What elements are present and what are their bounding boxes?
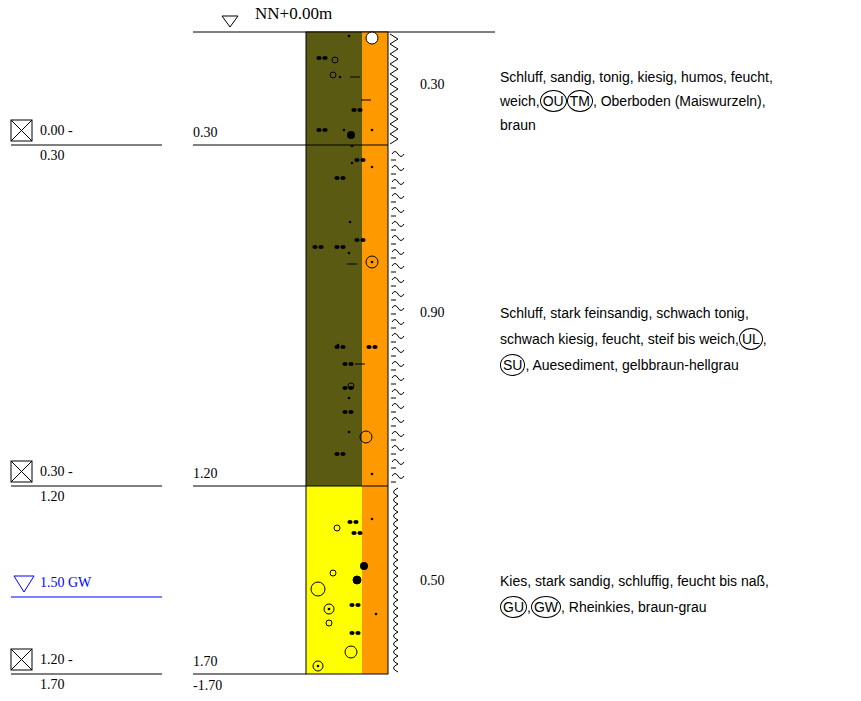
layer-description: Kies, stark sandig, schluffig, feucht bi… xyxy=(500,570,769,592)
layer-thickness-row: 0.50 xyxy=(420,570,445,592)
depth-label-row: 0.30 xyxy=(193,122,218,144)
layer-boundary xyxy=(306,486,388,487)
grain-pair xyxy=(342,362,353,366)
layer-description-row: braun xyxy=(500,114,536,136)
soil-symbols xyxy=(311,32,378,671)
ground-triangle xyxy=(222,16,238,27)
grain-pair xyxy=(312,245,323,249)
depth-label-row: 1.70 xyxy=(193,651,218,673)
sample-depth-row: 1.20 - xyxy=(40,649,73,671)
grain-pair xyxy=(354,158,365,162)
grain-pair xyxy=(316,56,327,60)
soil-class-code: GW xyxy=(531,596,561,618)
column-outline xyxy=(306,32,388,674)
depth-label-row: 1.20 xyxy=(193,463,218,485)
layer-description: Schluff, stark feinsandig, schwach tonig… xyxy=(500,302,749,324)
sample-depth: 1.20 - xyxy=(40,649,73,671)
sample-depth-row: 0.00 - xyxy=(40,120,73,142)
layer-description: weich, xyxy=(500,90,540,112)
groundwater-label-row: 1.50 GW xyxy=(40,572,91,594)
soil-class-code: UL xyxy=(739,328,763,350)
grain-pair xyxy=(334,452,345,456)
layer-description: braun xyxy=(500,114,536,136)
layer-boundary xyxy=(306,145,388,146)
groundwater-label: 1.50 GW xyxy=(40,572,91,594)
sample-depth-row: 1.70 xyxy=(40,674,65,696)
grain-pair xyxy=(366,345,377,349)
sample-depth: 1.20 xyxy=(40,486,65,508)
depth-label: -1.70 xyxy=(193,675,222,697)
layer-description-row: weich,OUTM, Oberboden (Maiswurzeln), xyxy=(500,90,766,112)
layer-description-row: GU,GW, Rheinkies, braun-grau xyxy=(500,596,707,618)
grain-pair xyxy=(349,631,360,635)
depth-label: 1.20 xyxy=(193,463,218,485)
layer-description: , Oberboden (Maiswurzeln), xyxy=(593,90,766,112)
layer-edge-symbols xyxy=(390,34,404,672)
depth-line xyxy=(193,145,306,146)
depth-label: 1.70 xyxy=(193,651,218,673)
soil-class-code: TM xyxy=(567,90,593,112)
topsoil-layer xyxy=(306,32,362,145)
layer-thickness-row: 0.30 xyxy=(420,74,445,96)
sample-depth-row: 0.30 - xyxy=(40,461,73,483)
depth-label-row: -1.70 xyxy=(193,675,222,697)
grain-pair xyxy=(316,128,327,132)
layer-description: , Auesediment, gelbbraun-hellgrau xyxy=(525,354,738,376)
depth-label: 0.30 xyxy=(193,122,218,144)
layer-description: , Rheinkies, braun-grau xyxy=(561,596,707,618)
silt-layer xyxy=(306,145,362,486)
grain-pair xyxy=(342,410,353,414)
grain-pair xyxy=(347,520,358,524)
depth-line xyxy=(193,486,306,487)
soil-class-code: SU xyxy=(500,354,525,376)
layer-description: , xyxy=(763,328,767,350)
layer-description-row: SU, Auesediment, gelbbraun-hellgrau xyxy=(500,354,739,376)
layer-thickness-row: 0.90 xyxy=(420,302,445,324)
soil-class-code: GU xyxy=(500,596,527,618)
sample-marker xyxy=(11,120,162,674)
sample-depth: 0.30 - xyxy=(40,461,73,483)
layer-description-row: Schluff, stark feinsandig, schwach tonig… xyxy=(500,302,749,324)
soil-class-code: OU xyxy=(540,90,567,112)
layer-description: Schluff, sandig, tonig, kiesig, humos, f… xyxy=(500,66,773,88)
sample-depth: 0.00 - xyxy=(40,120,73,142)
depth-line xyxy=(193,674,306,675)
layer-thickness: 0.30 xyxy=(420,74,445,96)
layer-thickness: 0.90 xyxy=(420,302,445,324)
sample-depth: 0.30 xyxy=(40,145,65,167)
grain-pair xyxy=(351,108,362,112)
grain-pair xyxy=(349,603,360,607)
sample-depth-row: 1.20 xyxy=(40,486,65,508)
layer-description-row: schwach kiesig, feucht, steif bis weich,… xyxy=(500,328,767,350)
gravel-layer xyxy=(306,486,362,674)
datum-label-row: NN+0.00m xyxy=(255,3,332,25)
grain-pair xyxy=(334,345,345,349)
grain-pair xyxy=(354,238,365,242)
grain-pair xyxy=(334,176,345,180)
grain-pair xyxy=(334,245,345,249)
layer-description: schwach kiesig, feucht, steif bis weich, xyxy=(500,328,739,350)
grain-pair xyxy=(351,531,362,535)
datum-label: NN+0.00m xyxy=(255,3,332,25)
sample-depth: 1.70 xyxy=(40,674,65,696)
layer-thickness: 0.50 xyxy=(420,570,445,592)
layer-description-row: Schluff, sandig, tonig, kiesig, humos, f… xyxy=(500,66,773,88)
sample-depth-row: 0.30 xyxy=(40,145,65,167)
moisture-strip xyxy=(362,32,388,674)
layer-description-row: Kies, stark sandig, schluffig, feucht bi… xyxy=(500,570,769,592)
